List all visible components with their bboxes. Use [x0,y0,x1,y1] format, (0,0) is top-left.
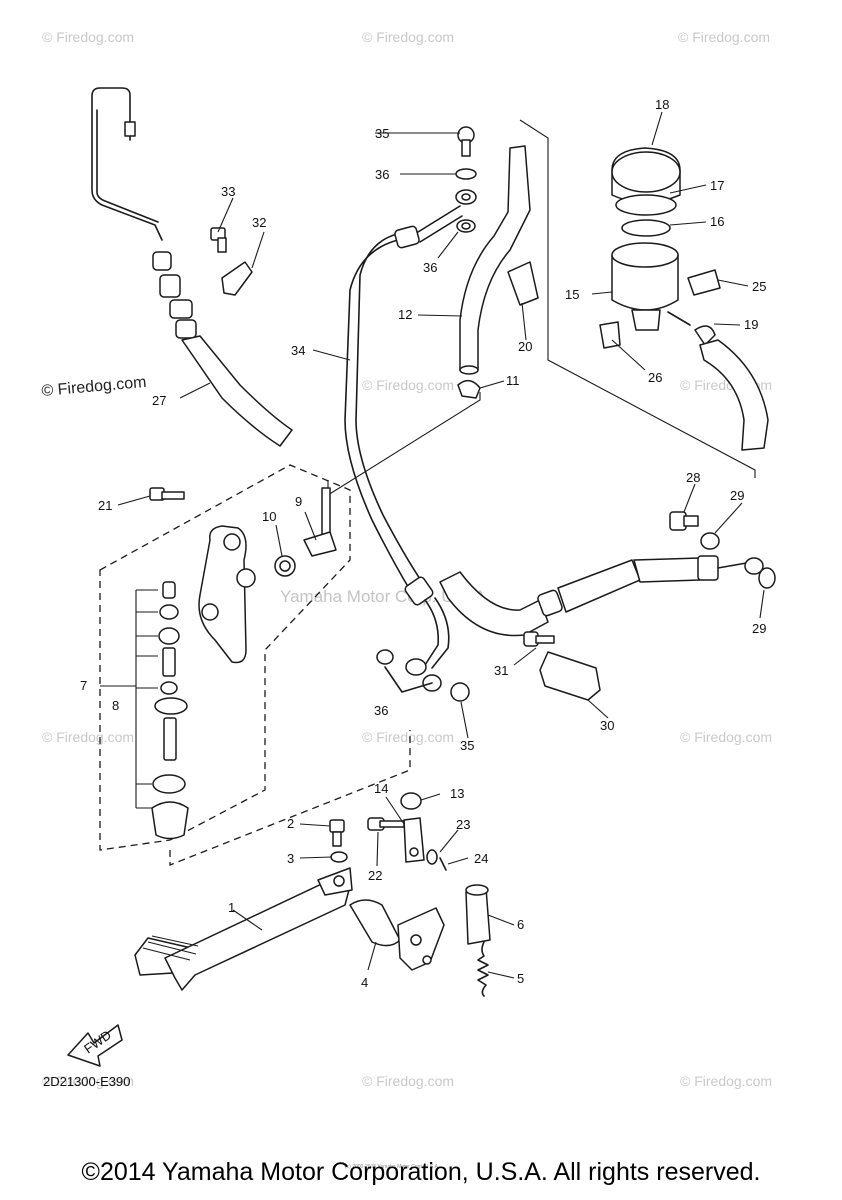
callout-label: 29 [730,488,744,503]
watermark-text: © Firedog.com [362,377,454,393]
watermark-text: © Firedog.com [680,1073,772,1089]
callout-label: 2 [287,816,294,831]
lower-bolt-and-washers [376,649,470,702]
callout-label: 10 [262,509,276,524]
reservoir-hose-12 [457,145,539,399]
watermark-text: © Firedog.com [41,374,147,400]
watermark-text: © Firedog.com [42,729,134,745]
hose-clamp-30 [523,631,601,701]
callout-label: 30 [600,718,614,733]
callout-label: 15 [565,287,579,302]
callout-label: 25 [752,279,766,294]
callout-label: 12 [398,307,412,322]
callout-label: 6 [517,917,524,932]
callout-label: 11 [506,373,520,388]
long-brake-hose [439,555,776,637]
callout-label: 13 [450,786,464,801]
callout-label: 16 [710,214,724,229]
callout-label: 9 [295,494,302,509]
callout-label: 36 [423,260,437,275]
watermark-text: © Firedog.com [362,29,454,45]
pivot-shaft-4 [349,899,445,971]
callout-label: 5 [517,971,524,986]
master-cylinder-outline [99,464,351,851]
bracket-32-33 [210,227,253,296]
callout-label: 28 [686,470,700,485]
master-cylinder-internals [100,581,189,840]
watermark-text: © Firedog.com [680,729,772,745]
pushrod-outline [169,730,411,866]
brake-hose-34 [344,189,477,676]
callout-label: 17 [710,178,724,193]
callout-label: 1 [228,900,235,915]
spring-and-sleeve [465,884,491,997]
callout-label: 19 [744,317,758,332]
fwd-arrow-icon: FWD [67,1024,123,1067]
hose-bracket-outline [327,392,481,496]
callout-label: 20 [518,339,532,354]
callout-label: 24 [474,851,488,866]
callout-label: 31 [494,663,508,678]
clevis-assembly [329,792,447,871]
banjo-bolt-28 [669,511,720,550]
watermark-text: © Firedog.com [42,29,134,45]
reservoir-assembly [599,147,769,451]
callout-label: 7 [80,678,87,693]
watermark-text: © Firedog.com [42,1073,134,1089]
callout-label: 36 [374,703,388,718]
watermark-small-text: (c) 2000-2015 Yamaha Motor Corp. U.S.A. [345,1164,439,1170]
callout-label: 8 [112,698,119,713]
callout-label: 29 [752,621,766,636]
callout-label: 33 [221,184,235,199]
brake-pipe-27 [91,87,293,447]
callout-label: 26 [648,370,662,385]
callout-label: 3 [287,851,294,866]
callout-label: 18 [655,97,669,112]
callout-label: 23 [456,817,470,832]
callout-label: 22 [368,868,382,883]
callout-label: 35 [375,126,389,141]
callout-label: 27 [152,393,166,408]
callout-label: 21 [98,498,112,513]
reservoir-bracket-outline [519,119,756,478]
callout-label: 32 [252,215,266,230]
watermark-text: © Firedog.com [362,729,454,745]
top-bolt-and-washers [455,126,477,233]
callout-label: 36 [375,167,389,182]
watermark-text: © Firedog.com [362,1073,454,1089]
copyright-footer: ©2014 Yamaha Motor Corporation, U.S.A. A… [81,1158,761,1186]
callout-leaders [117,111,765,979]
callout-numbers: 1 2 3 4 5 6 7 8 9 10 11 12 13 14 15 16 1… [80,97,766,990]
callout-label: 14 [374,781,388,796]
master-cylinder-body [149,487,337,664]
callout-label: 4 [361,975,368,990]
watermark-text: © Firedog.com [678,29,770,45]
brake-pedal-1 [134,867,353,991]
callout-label: 34 [291,343,305,358]
diagram-code: 2D21300-E390 [43,1074,130,1089]
callout-label: 35 [460,738,474,753]
